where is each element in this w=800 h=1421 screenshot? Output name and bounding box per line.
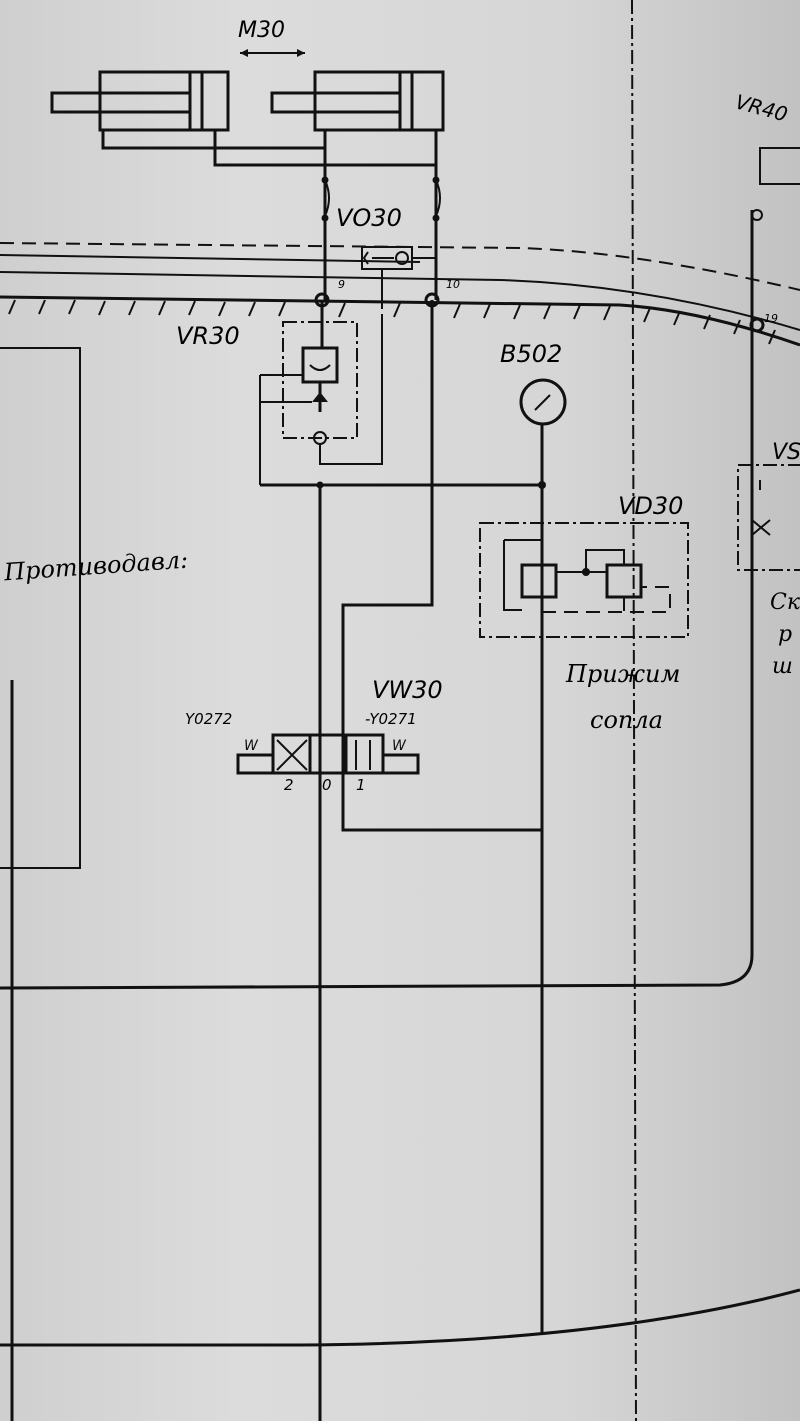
label-y0271: -Y0271 [365,710,417,728]
label-position-0: 0 [322,776,332,794]
label-m30: M30 [238,18,285,43]
shuttle-valve-vo30 [361,246,436,309]
label-port-19: 19 [764,312,778,325]
fold-line [631,0,637,1421]
label-position-1: 1 [356,776,366,794]
check-valve-vr30 [259,300,383,485]
label-vo30: VO30 [336,204,402,232]
note-right-1: Ско [770,590,800,615]
note-nozzle-clamp-2: сопла [590,706,663,734]
label-y0272: Y0272 [185,710,233,728]
label-vd30: VD30 [618,492,684,520]
label-b502: B502 [500,340,563,368]
note-right-3: ш [772,654,793,679]
pressure-gauge-b502 [519,378,567,426]
label-vr30: VR30 [176,322,240,350]
svg-text:W: W [392,738,407,754]
label-vw30: VW30 [372,676,443,704]
label-port-9: 9 [338,278,345,291]
label-position-2: 2 [284,776,294,794]
svg-text:W: W [244,738,259,754]
note-nozzle-clamp-1: Прижим [566,660,681,688]
directional-valve-vw30: W W [236,733,420,775]
note-right-2: р [778,622,793,647]
cylinder-m30 [50,49,445,167]
block-vs [737,464,800,571]
pressure-valve-vd30 [479,522,689,638]
label-vs: VS [772,440,800,465]
valve-vr40 [759,147,800,185]
label-port-10: 10 [446,278,460,291]
